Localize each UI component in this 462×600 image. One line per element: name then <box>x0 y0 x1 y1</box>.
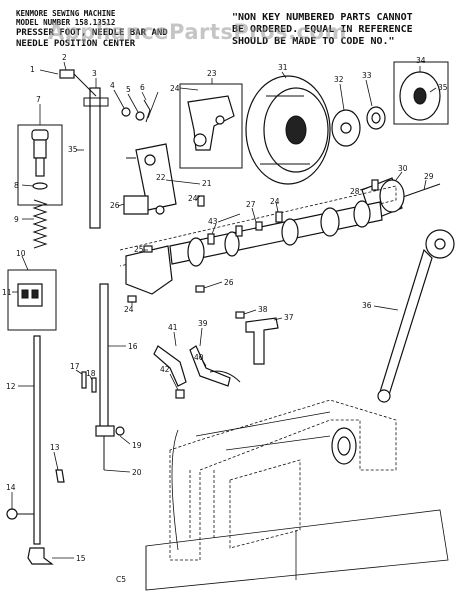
callout-28: 28 <box>350 187 360 196</box>
page-code: C5 <box>116 575 126 584</box>
callout-24c: 24 <box>270 197 280 206</box>
callout-32: 32 <box>334 75 344 84</box>
callout-38: 38 <box>258 305 268 314</box>
arm-shaft <box>119 179 397 303</box>
callout-35a: 35 <box>68 145 78 154</box>
callout-16: 16 <box>128 342 138 351</box>
machine-head <box>145 399 449 591</box>
connecting-rod <box>377 229 455 403</box>
callout-22: 22 <box>156 173 166 182</box>
callout-8: 8 <box>14 181 19 190</box>
callout-14: 14 <box>6 483 16 492</box>
callout-27: 27 <box>246 200 256 209</box>
callout-labels: 1 2 3 4 5 6 7 8 9 10 11 12 13 14 15 16 1… <box>2 53 448 584</box>
header-note-line-3: SHOULD BE MADE TO CODE NO." <box>232 36 395 47</box>
callout-31: 31 <box>278 63 288 72</box>
callout-43: 43 <box>208 217 218 226</box>
callout-26a: 26 <box>110 201 120 210</box>
callout-23: 23 <box>207 69 217 78</box>
callout-30: 30 <box>398 164 408 173</box>
callout-24a: 24 <box>170 84 180 93</box>
presser-bar-group <box>6 124 65 565</box>
callout-24b: 24 <box>188 194 198 203</box>
callout-29: 29 <box>424 172 434 181</box>
needle-position-box <box>121 83 243 215</box>
callout-4: 4 <box>110 81 115 90</box>
callout-12: 12 <box>6 382 16 391</box>
callout-24d: 24 <box>124 305 134 314</box>
callout-9: 9 <box>14 215 19 224</box>
callout-25: 25 <box>134 245 144 254</box>
callout-11: 11 <box>2 288 12 297</box>
callout-6: 6 <box>140 83 145 92</box>
header-model-number: MODEL NUMBER 158.13512 <box>16 18 116 27</box>
callout-2: 2 <box>62 53 67 62</box>
header-section-line-2: NEEDLE POSITION CENTER <box>16 39 136 49</box>
needle-bar-group <box>59 69 125 470</box>
callout-26b: 26 <box>224 278 234 287</box>
callout-37: 37 <box>284 313 294 322</box>
callout-36: 36 <box>362 301 372 310</box>
callout-10: 10 <box>16 249 26 258</box>
callout-13: 13 <box>50 443 60 452</box>
leader-lines <box>11 61 437 559</box>
header-note-line-1: "NON KEY NUMBERED PARTS CANNOT <box>232 12 413 23</box>
callout-41: 41 <box>168 323 178 332</box>
callout-42: 42 <box>160 365 170 374</box>
header-model-title: KENMORE SEWING MACHINE <box>16 9 116 18</box>
callout-7: 7 <box>36 95 41 104</box>
callout-17: 17 <box>70 362 80 371</box>
callout-20: 20 <box>132 468 142 477</box>
callout-40: 40 <box>194 353 204 362</box>
callout-5: 5 <box>126 85 131 94</box>
callout-21: 21 <box>202 179 212 188</box>
header-section-line-1: PRESSER FOOT, NEEDLE BAR AND <box>16 28 168 38</box>
callout-3: 3 <box>92 69 97 78</box>
callout-15: 15 <box>76 554 86 563</box>
callout-33: 33 <box>362 71 372 80</box>
callout-34: 34 <box>416 56 426 65</box>
callout-39: 39 <box>198 319 208 328</box>
callout-19: 19 <box>132 441 142 450</box>
watermark: AppliancePartsPros.com <box>48 20 347 44</box>
callout-35b: 35 <box>438 83 448 92</box>
callout-18: 18 <box>86 369 96 378</box>
callout-1: 1 <box>30 65 35 74</box>
header-note-line-2: BE ORDERED. EQUAL IN REFERENCE <box>232 24 413 35</box>
